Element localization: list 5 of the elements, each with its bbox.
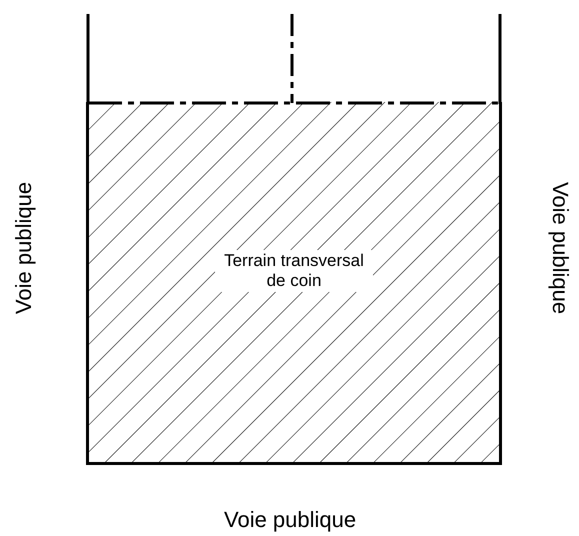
street-label: Voie publique (11, 182, 38, 314)
lot-label: Terrain transversal de coin (215, 250, 373, 292)
hatched-lot (86, 102, 502, 465)
street-label: Voie publique (224, 507, 356, 533)
street-label: Voie publique (547, 182, 574, 314)
